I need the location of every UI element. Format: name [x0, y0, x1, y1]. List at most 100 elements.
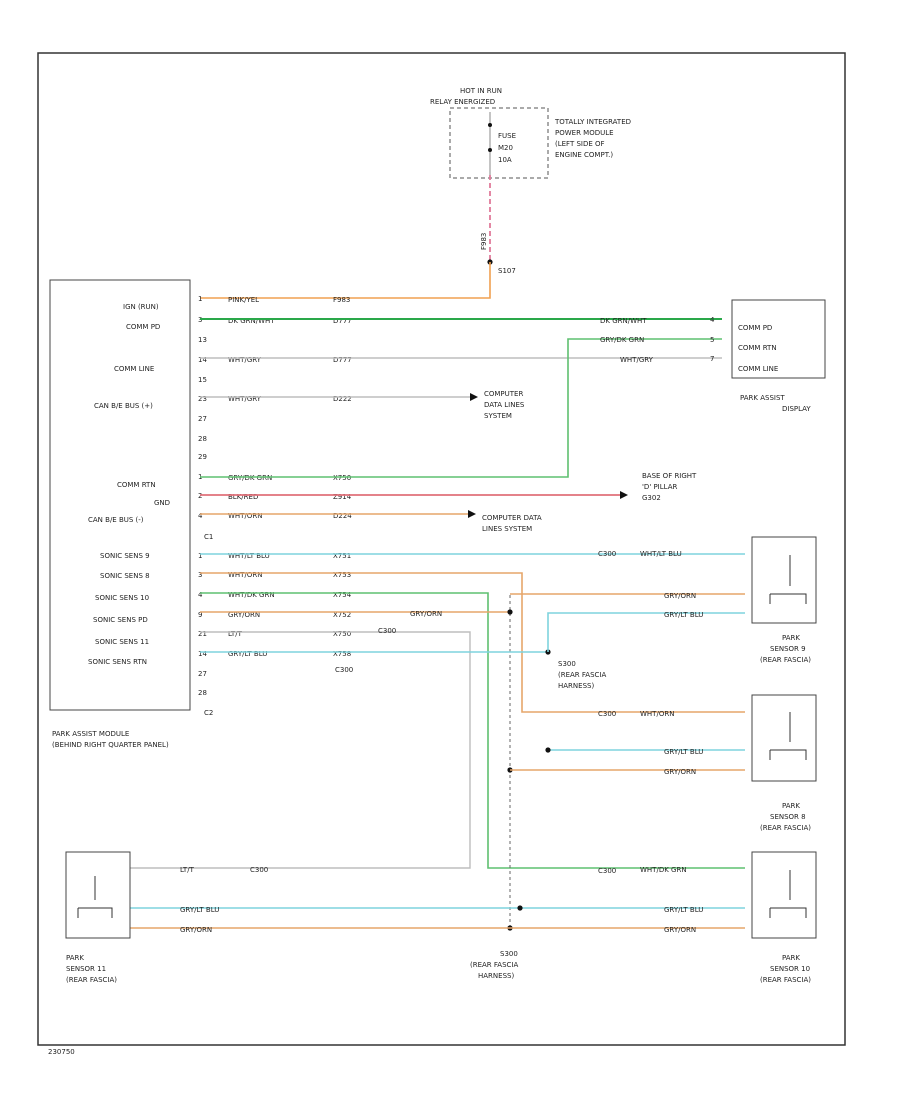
svg-text:27: 27	[198, 415, 207, 423]
c300-label-e: C300	[598, 867, 616, 875]
svg-text:D777: D777	[333, 356, 352, 364]
svg-text:HARNESS): HARNESS)	[478, 972, 514, 980]
svg-text:SONIC SENS 11: SONIC SENS 11	[95, 638, 149, 646]
svg-text:FUSE: FUSE	[498, 132, 516, 140]
svg-text:WHT/ORN: WHT/ORN	[228, 512, 262, 520]
svg-text:COMM LINE: COMM LINE	[114, 365, 154, 373]
svg-text:(REAR FASCIA): (REAR FASCIA)	[760, 656, 811, 664]
park-sensor-11-box	[65, 851, 131, 939]
wire-sensor9-rtn	[547, 612, 745, 652]
svg-text:1: 1	[198, 295, 202, 303]
hot-label: HOT IN RUN	[460, 87, 502, 95]
svg-text:5: 5	[710, 336, 714, 344]
svg-text:9: 9	[198, 611, 202, 619]
footer-code: 230750	[48, 1048, 75, 1056]
svg-text:DISPLAY: DISPLAY	[782, 405, 811, 413]
sensor11-wire-2: GRY/LT BLU	[180, 906, 219, 914]
sensor10-wire-1: WHT/DK GRN	[640, 866, 687, 874]
svg-text:SONIC SENS 10: SONIC SENS 10	[95, 594, 149, 602]
c300-label-d: C300	[335, 666, 353, 674]
sensor-8-label: PARK SENSOR 8 (REAR FASCIA)	[760, 802, 811, 832]
svg-text:10A: 10A	[498, 156, 512, 164]
sensor9-wire-2: GRY/ORN	[664, 592, 696, 600]
svg-text:ENGINE COMPT.): ENGINE COMPT.)	[555, 151, 613, 159]
wire-sonic-8	[200, 572, 745, 713]
park-sensor-9-box	[751, 536, 817, 624]
power-wire-code: F983	[480, 233, 488, 250]
svg-text:23: 23	[198, 395, 207, 403]
arrow-computer-data-2	[468, 510, 476, 518]
computer-data-label-2: COMPUTER DATA LINES SYSTEM	[482, 514, 542, 533]
svg-text:PARK: PARK	[782, 802, 800, 810]
svg-text:(LEFT SIDE OF: (LEFT SIDE OF	[555, 140, 605, 148]
svg-text:S300: S300	[558, 660, 576, 668]
sensor-9-symbol	[769, 555, 807, 604]
sensor-11-label: PARK SENSOR 11 (REAR FASCIA)	[66, 954, 117, 984]
wire-sonic-11	[130, 631, 471, 869]
svg-text:(REAR FASCIA): (REAR FASCIA)	[760, 824, 811, 832]
sensor10-wire-2: GRY/LT BLU	[664, 906, 703, 914]
diagram-frame	[37, 52, 846, 1046]
c300-label-f: C300	[250, 866, 268, 874]
svg-text:(REAR FASCIA): (REAR FASCIA)	[760, 976, 811, 984]
svg-text:PARK: PARK	[782, 634, 800, 642]
display-pin-labels: COMM PD COMM RTN COMM LINE	[738, 324, 778, 373]
park-assist-display-box	[731, 299, 826, 379]
svg-text:27: 27	[198, 670, 207, 678]
fuse-dot	[488, 123, 492, 127]
svg-text:PINK/YEL: PINK/YEL	[228, 296, 259, 304]
svg-text:COMM LINE: COMM LINE	[738, 365, 778, 373]
svg-text:(REAR FASCIA): (REAR FASCIA)	[66, 976, 117, 984]
wire-sonic-10	[200, 592, 745, 869]
svg-text:4: 4	[710, 316, 715, 324]
svg-text:CAN B/E BUS (-): CAN B/E BUS (-)	[88, 516, 144, 524]
svg-text:X754: X754	[333, 591, 352, 599]
svg-text:14: 14	[198, 650, 207, 658]
svg-text:F983: F983	[333, 296, 350, 304]
svg-text:DATA LINES: DATA LINES	[484, 401, 525, 409]
svg-text:X753: X753	[333, 571, 351, 579]
sensor9-wire-3: GRY/LT BLU	[664, 611, 703, 619]
display-wire-color-2: GRY/DK GRN	[600, 336, 644, 344]
sensor-8-symbol	[769, 712, 807, 760]
module-name: PARK ASSIST MODULE (BEHIND RIGHT QUARTER…	[52, 730, 169, 749]
svg-text:28: 28	[198, 435, 207, 443]
svg-text:HARNESS): HARNESS)	[558, 682, 594, 690]
svg-text:SENSOR 10: SENSOR 10	[770, 965, 810, 973]
svg-text:14: 14	[198, 356, 207, 364]
sensor-10-symbol	[769, 870, 807, 918]
display-wire-color-3: WHT/GRY	[620, 356, 654, 364]
sensor9-wire-1: WHT/LT BLU	[640, 550, 682, 558]
s300-label-upper: S300 (REAR FASCIA HARNESS)	[558, 660, 606, 690]
svg-text:COMM PD: COMM PD	[738, 324, 772, 332]
arrow-ground	[620, 491, 628, 499]
svg-text:28: 28	[198, 689, 207, 697]
svg-text:'D' PILLAR: 'D' PILLAR	[642, 483, 677, 491]
svg-text:Z914: Z914	[333, 493, 352, 501]
wire-ign-run	[200, 262, 491, 299]
svg-text:SONIC SENS PD: SONIC SENS PD	[93, 616, 148, 624]
svg-text:SONIC SENS 9: SONIC SENS 9	[100, 552, 150, 560]
svg-text:G302: G302	[642, 494, 661, 502]
svg-text:WHT/GRY: WHT/GRY	[228, 395, 262, 403]
svg-text:(REAR FASCIA: (REAR FASCIA	[470, 961, 518, 969]
sensor-9-label: PARK SENSOR 9 (REAR FASCIA)	[760, 634, 811, 664]
computer-data-label-1: COMPUTER DATA LINES SYSTEM	[484, 390, 525, 420]
svg-text:X750: X750	[333, 630, 351, 638]
s300-splice-dot	[507, 609, 513, 615]
sensor11-wire-1: LT/T	[180, 866, 195, 874]
svg-text:PARK ASSIST MODULE: PARK ASSIST MODULE	[52, 730, 129, 738]
svg-text:COMM RTN: COMM RTN	[738, 344, 777, 352]
svg-text:BASE OF RIGHT: BASE OF RIGHT	[642, 472, 697, 480]
svg-text:SONIC SENS 8: SONIC SENS 8	[100, 572, 150, 580]
svg-text:C1: C1	[204, 533, 213, 541]
svg-text:X750: X750	[333, 474, 351, 482]
svg-text:POWER MODULE: POWER MODULE	[555, 129, 614, 137]
sensor10-wire-3: GRY/ORN	[664, 926, 696, 934]
svg-text:WHT/ORN: WHT/ORN	[228, 571, 262, 579]
svg-text:21: 21	[198, 630, 207, 638]
svg-text:PARK: PARK	[66, 954, 84, 962]
fuse-label: FUSE M20 10A	[498, 132, 516, 164]
svg-text:PARK: PARK	[782, 954, 800, 962]
